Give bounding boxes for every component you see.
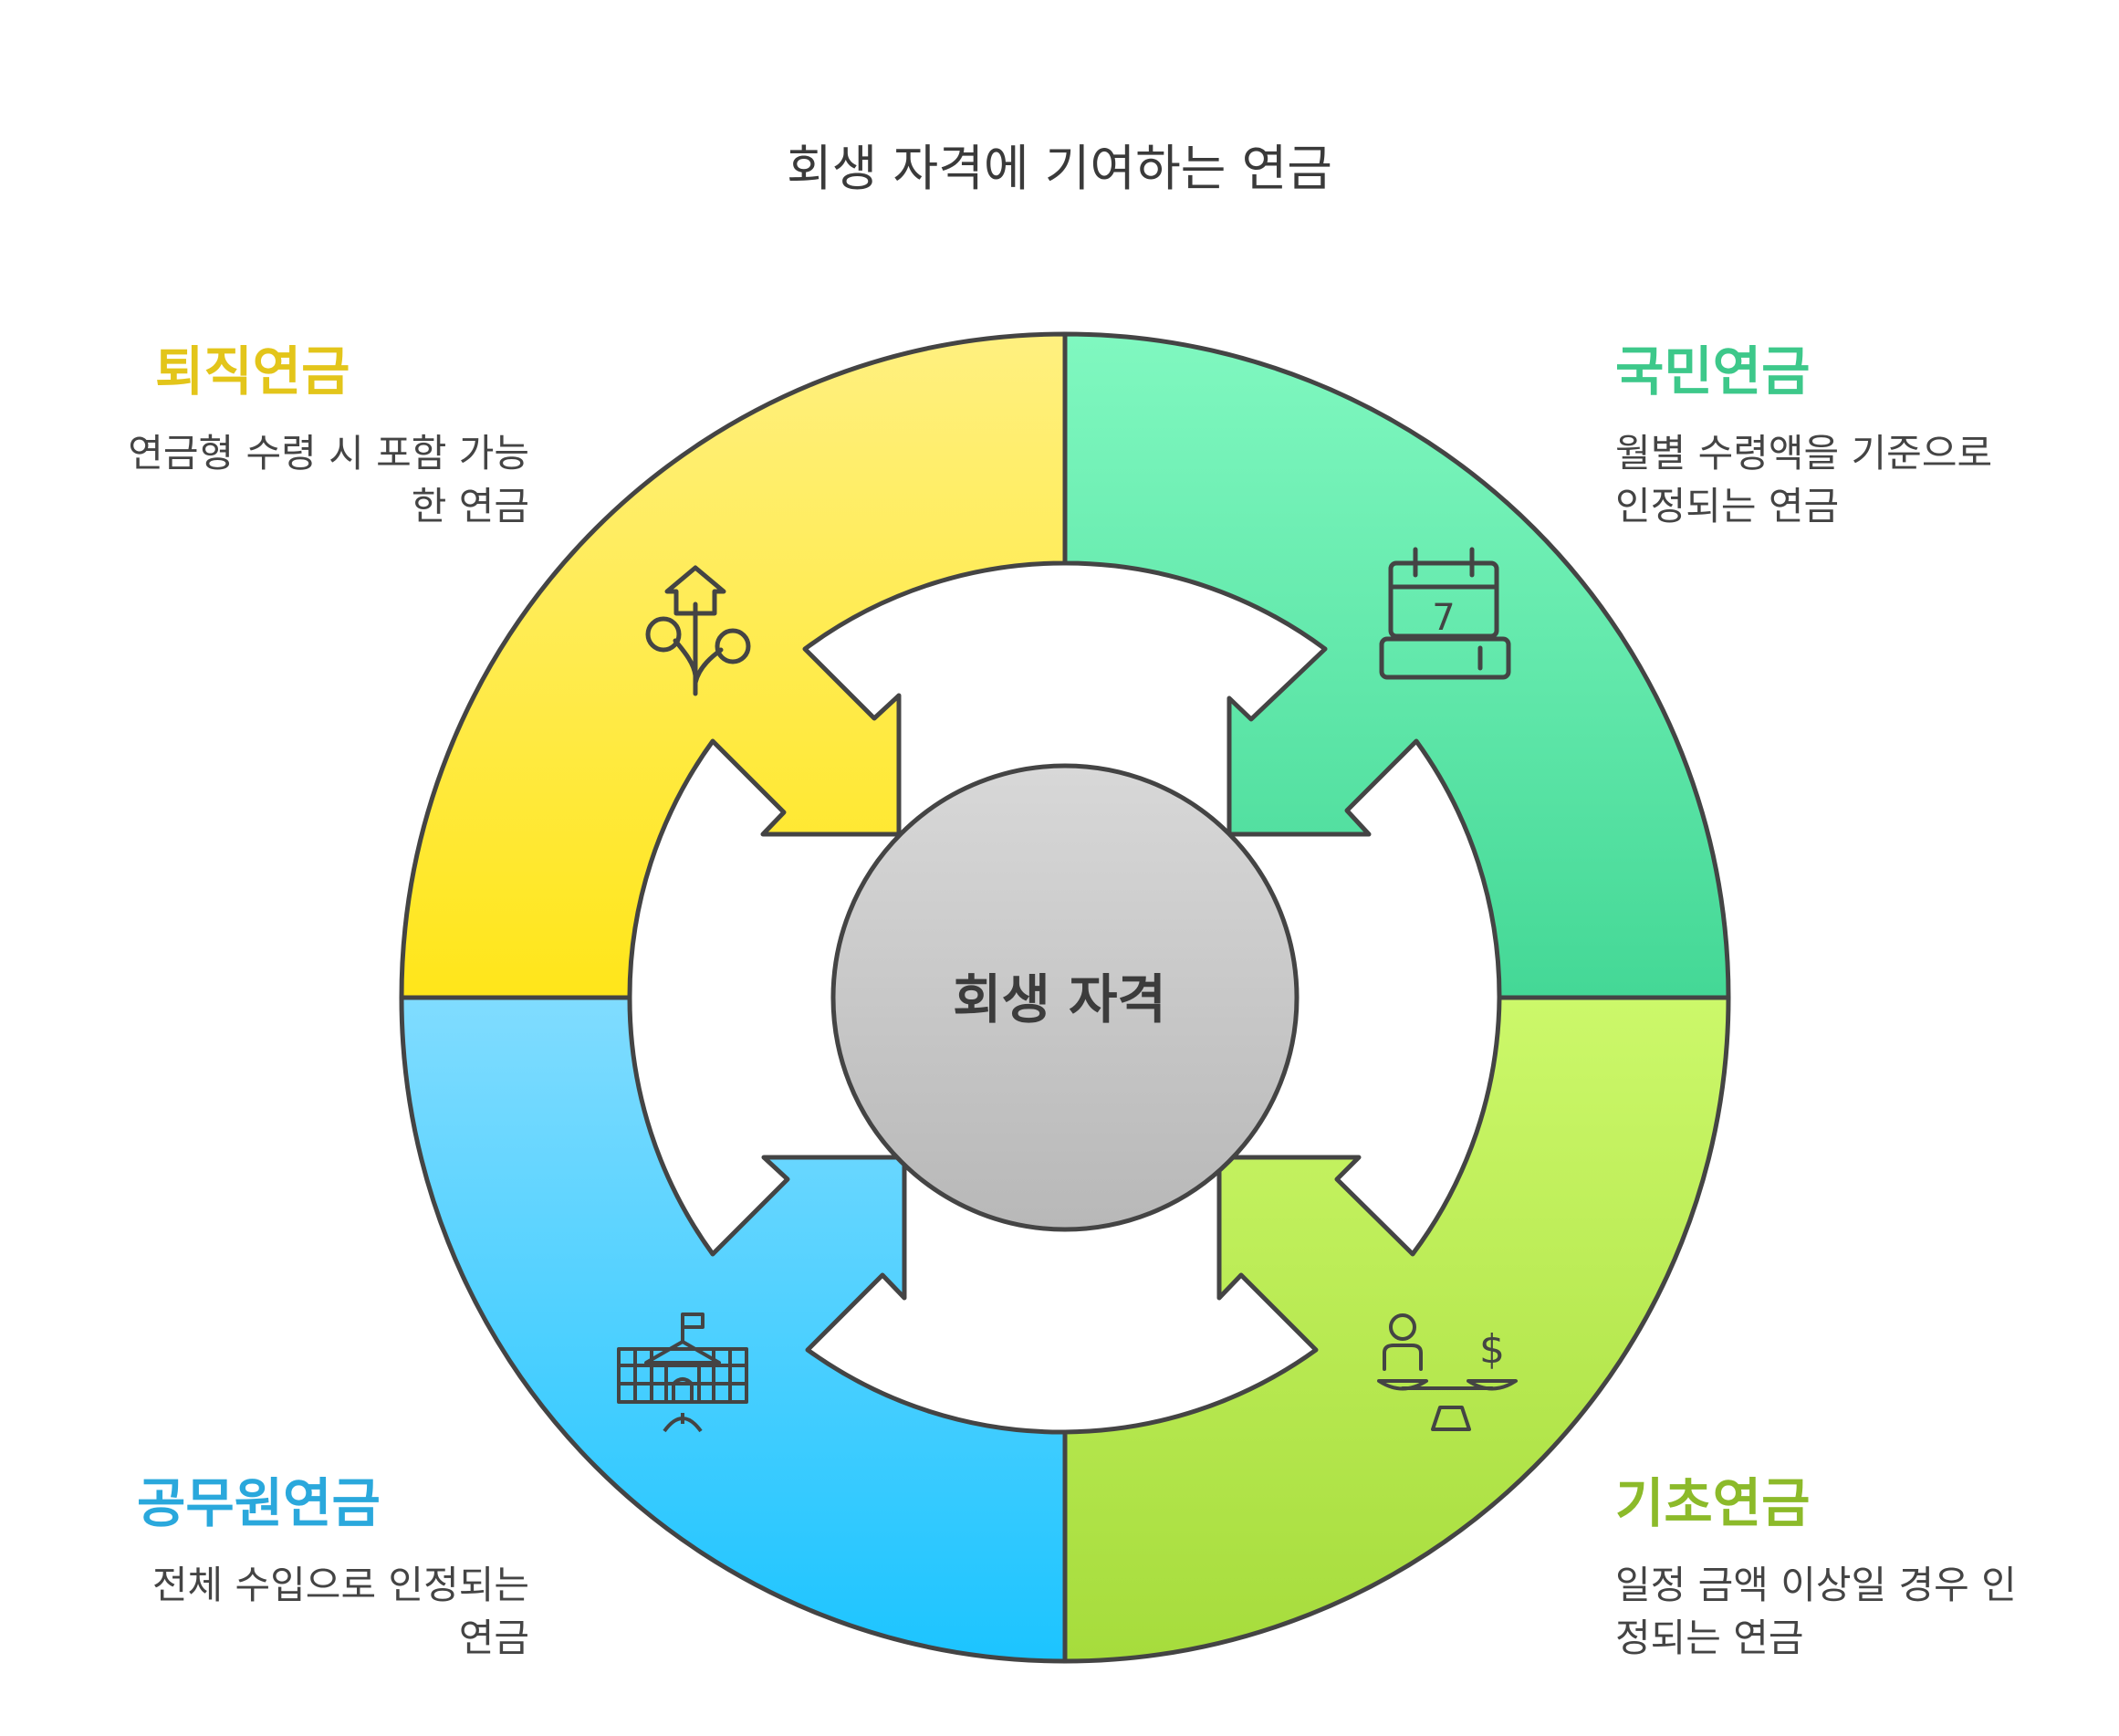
calendar-icon: 7 (1379, 547, 1511, 680)
civil-service-title: 공무원연금 (137, 1472, 381, 1534)
civil-service-description: 전체 수입으로 인정되는 연금 (151, 1563, 529, 1660)
dollar-sign: $ (1479, 1326, 1505, 1373)
civil-service-segment[interactable] (399, 995, 1068, 1664)
diagram-title: 회생 자격에 기여하는 연금 (787, 140, 1332, 197)
basic-segment[interactable] (1062, 995, 1731, 1664)
center-label: 회생 자격 (953, 968, 1166, 1030)
plant-house-icon (645, 565, 751, 696)
retirement-description: 연금형 수령 시 포함 가능한 연금 (128, 431, 529, 528)
calendar-day-number: 7 (1432, 597, 1455, 639)
center-circle[interactable] (830, 763, 1300, 1232)
basic-title: 기초연금 (1615, 1472, 1811, 1534)
government-building-icon (617, 1312, 748, 1433)
person-money-scale-icon: $ (1377, 1313, 1518, 1431)
retirement-segment[interactable] (399, 331, 1068, 1000)
basic-description: 일정 금액 이상일 경우 인정되는 연금 (1615, 1563, 2017, 1660)
retirement-title: 퇴직연금 (155, 340, 350, 403)
national-title: 국민연금 (1615, 340, 1811, 403)
national-description: 월별 수령액을 기준으로 인정되는 연금 (1615, 431, 1993, 528)
national-segment[interactable] (1062, 331, 1731, 1000)
